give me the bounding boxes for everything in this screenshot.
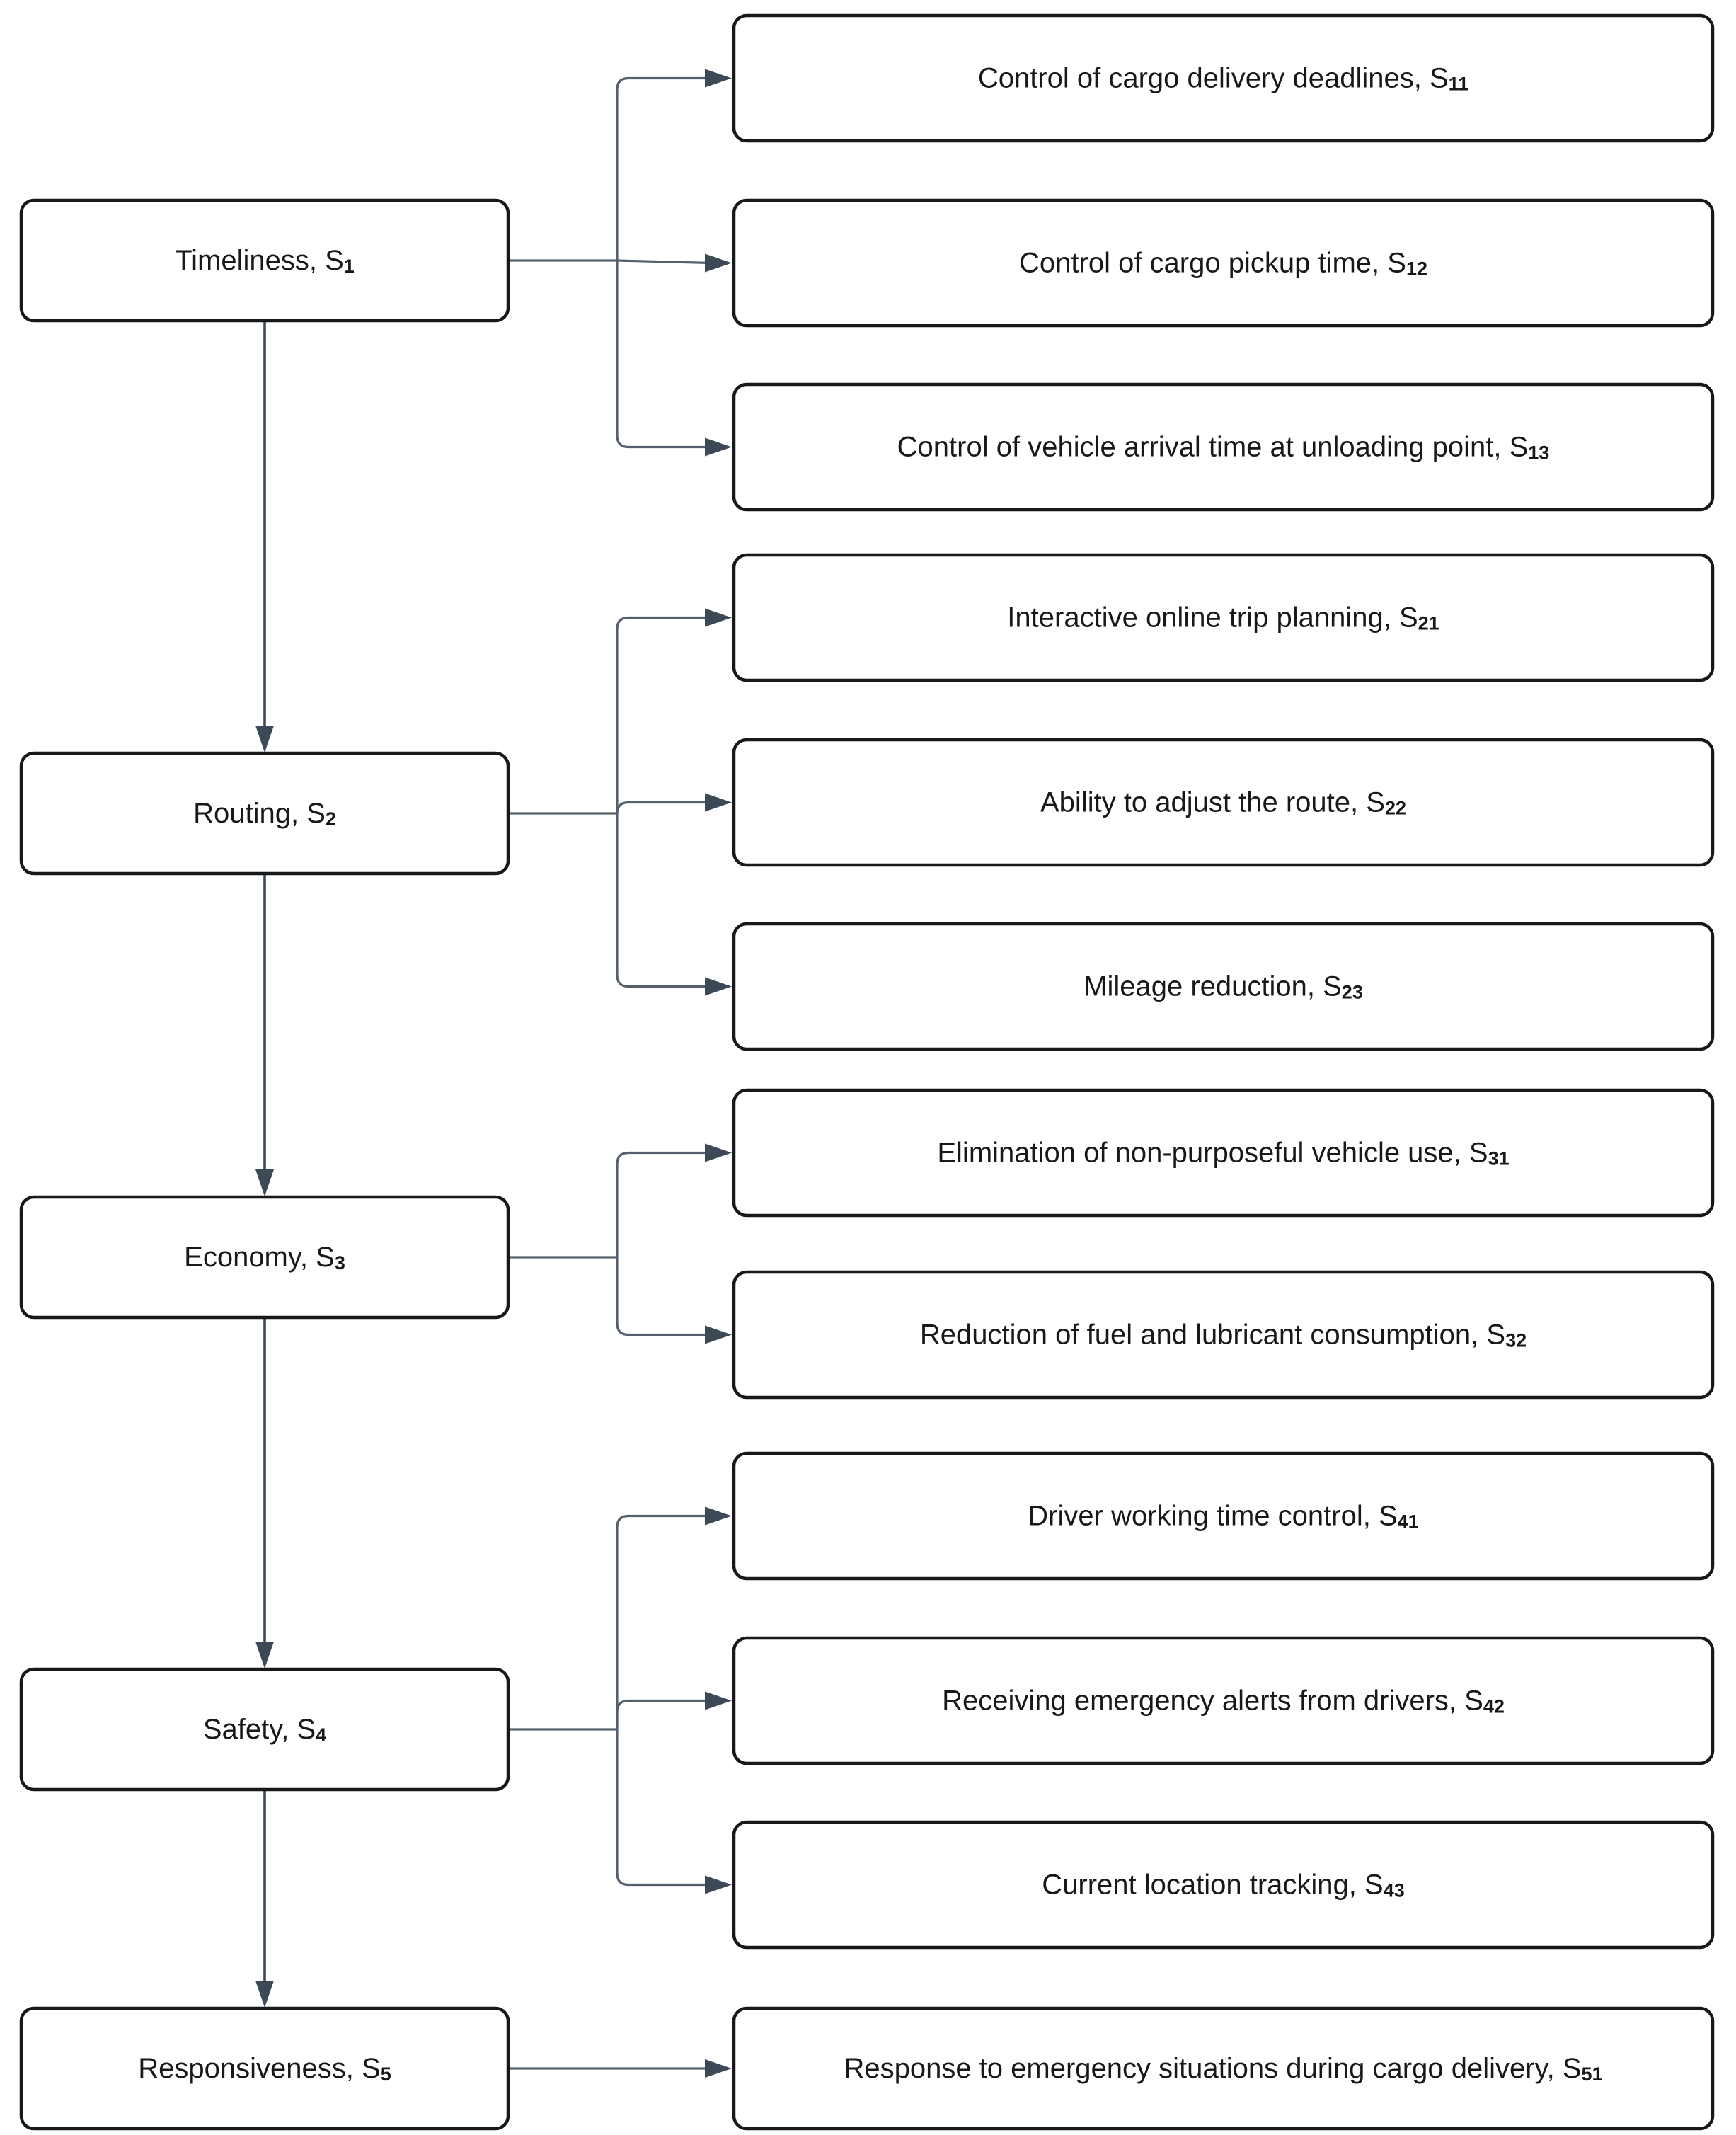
connector-line [616, 259, 711, 265]
node-label: Driver working time control, S41 [1028, 1500, 1418, 1532]
arrow-head-icon [705, 1143, 732, 1162]
chain-connector-s2-to-s3 [255, 874, 274, 1196]
arrow-head-icon [705, 977, 732, 996]
node-s11-item[interactable]: Control of cargo delivery deadlines, S11 [732, 13, 1715, 143]
connector-line [616, 813, 711, 988]
node-s12-item[interactable]: Control of cargo pickup time, S12 [732, 198, 1715, 328]
node-s43-item[interactable]: Current location tracking, S43 [732, 1820, 1715, 1950]
node-label: Timeliness, S1 [175, 245, 355, 277]
connector-line [616, 1729, 711, 1887]
arrow-head-icon [705, 437, 732, 457]
node-s1-category[interactable]: Timeliness, S1 [19, 198, 510, 323]
node-label: Safety, S4 [203, 1714, 326, 1746]
node-label: Current location tracking, S43 [1042, 1869, 1405, 1901]
node-box[interactable] [19, 198, 510, 323]
chain-connector-s4-to-s5 [255, 1790, 274, 2008]
connector-line [616, 801, 711, 815]
arrow-head-icon [705, 2059, 732, 2078]
node-box[interactable] [732, 1088, 1715, 1218]
node-box[interactable] [732, 1636, 1715, 1765]
branch-connector-group-s2 [508, 608, 732, 996]
arrow-head-icon [705, 1691, 732, 1710]
chain-connector-s1-to-s2 [255, 321, 274, 752]
node-label: Control of vehicle arrival time at unloa… [897, 431, 1550, 463]
connector-line [616, 1257, 711, 1336]
arrow-head-icon [255, 1981, 274, 2008]
chain-connector-s3-to-s4 [255, 1317, 274, 1668]
node-label: Reduction of fuel and lubricant consumpt… [920, 1319, 1527, 1351]
connector-line [616, 1699, 711, 1729]
node-s21-item[interactable]: Interactive online trip planning, S21 [732, 553, 1715, 682]
node-label: Response to emergency situations during … [844, 2053, 1602, 2085]
node-s4-category[interactable]: Safety, S4 [19, 1667, 510, 1792]
node-box[interactable] [732, 1451, 1715, 1581]
branch-connector-group-s4 [508, 1506, 732, 1894]
node-s41-item[interactable]: Driver working time control, S41 [732, 1451, 1715, 1581]
arrow-head-icon [705, 793, 732, 812]
node-box[interactable] [732, 738, 1715, 867]
node-box[interactable] [732, 2006, 1715, 2131]
node-box[interactable] [19, 1195, 510, 1320]
node-label: Control of cargo delivery deadlines, S11 [978, 62, 1468, 94]
connector-line [616, 1514, 711, 1729]
arrow-head-icon [255, 1642, 274, 1668]
node-s22-item[interactable]: Ability to adjust the route, S22 [732, 738, 1715, 867]
node-box[interactable] [732, 382, 1715, 512]
node-s13-item[interactable]: Control of vehicle arrival time at unloa… [732, 382, 1715, 512]
arrow-head-icon [705, 1506, 732, 1526]
node-label: Interactive online trip planning, S21 [1007, 602, 1439, 634]
node-box[interactable] [732, 13, 1715, 143]
node-s3-category[interactable]: Economy, S3 [19, 1195, 510, 1320]
arrow-head-icon [255, 726, 274, 752]
connector-line [616, 76, 711, 261]
connector-line [616, 261, 711, 449]
node-label: Responsiveness, S5 [138, 2053, 391, 2085]
arrow-head-icon [705, 1875, 732, 1894]
branch-connector-group-s3 [508, 1143, 732, 1344]
node-box[interactable] [732, 1820, 1715, 1950]
arrow-head-icon [705, 1325, 732, 1344]
node-label: Receiving emergency alerts from drivers,… [942, 1685, 1505, 1717]
node-s42-item[interactable]: Receiving emergency alerts from drivers,… [732, 1636, 1715, 1765]
node-s23-item[interactable]: Mileage reduction, S23 [732, 922, 1715, 1051]
node-box[interactable] [732, 553, 1715, 682]
node-label: Ability to adjust the route, S22 [1040, 786, 1406, 818]
node-s2-category[interactable]: Routing, S2 [19, 751, 510, 876]
node-s32-item[interactable]: Reduction of fuel and lubricant consumpt… [732, 1270, 1715, 1400]
arrow-head-icon [705, 253, 732, 273]
arrow-head-icon [705, 69, 732, 88]
arrow-head-icon [705, 608, 732, 627]
node-label: Control of cargo pickup time, S12 [1019, 247, 1427, 279]
arrow-head-icon [255, 1169, 274, 1196]
node-s51-item[interactable]: Response to emergency situations during … [732, 2006, 1715, 2131]
node-label: Mileage reduction, S23 [1083, 971, 1363, 1002]
branch-connector-group-s1 [508, 69, 732, 457]
branch-connector-group-s5 [508, 2059, 732, 2078]
node-box[interactable] [732, 922, 1715, 1051]
connectors-layer [255, 69, 732, 2078]
node-label: Elimination of non-purposeful vehicle us… [937, 1137, 1509, 1169]
node-box[interactable] [732, 1270, 1715, 1400]
connector-line [616, 1151, 711, 1257]
node-label: Economy, S3 [184, 1242, 345, 1273]
node-box[interactable] [19, 2006, 510, 2131]
node-box[interactable] [19, 1667, 510, 1792]
node-box[interactable] [732, 198, 1715, 328]
node-s31-item[interactable]: Elimination of non-purposeful vehicle us… [732, 1088, 1715, 1218]
nodes-layer: Timeliness, S1 Control of cargo delivery … [19, 13, 1715, 2131]
node-s5-category[interactable]: Responsiveness, S5 [19, 2006, 510, 2131]
connector-line [616, 616, 711, 813]
node-label: Routing, S2 [193, 798, 336, 830]
node-box[interactable] [19, 751, 510, 876]
